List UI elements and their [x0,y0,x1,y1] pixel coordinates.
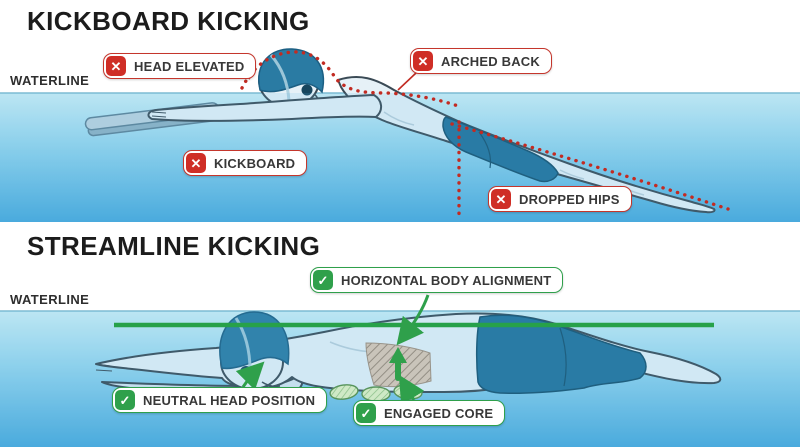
arched-back-callout: ✕ ARCHED BACK [410,48,552,74]
callout-label: DROPPED HIPS [519,191,620,207]
callout-label: ARCHED BACK [441,53,540,69]
kickboard-kicking-panel: KICKBOARD KICKING WATERLINE ✕ HEAD ELEVA… [0,0,800,222]
kickboard-title: KICKBOARD KICKING [27,6,310,36]
kickboard-callout: ✕ KICKBOARD [183,150,308,176]
callout-label: HEAD ELEVATED [134,58,245,74]
streamline-title: STREAMLINE KICKING [27,231,321,261]
kickboard-scene-illustration [0,48,800,222]
x-icon: ✕ [491,189,511,209]
callout-label: ENGAGED CORE [384,405,494,421]
check-icon: ✓ [356,403,376,423]
callout-label: NEUTRAL HEAD POSITION [143,392,316,408]
callout-label: KICKBOARD [214,155,296,171]
streamline-scene-illustration [0,294,800,447]
water-tint-top [0,93,800,222]
neutral-head-position-callout: ✓ NEUTRAL HEAD POSITION [112,387,328,413]
check-icon: ✓ [115,390,135,410]
streamline-kicking-panel: STREAMLINE KICKING WATERLINE ✓ HORIZONTA… [0,222,800,447]
check-icon: ✓ [313,270,333,290]
waterline-label-bottom: WATERLINE [10,292,90,307]
callout-label: HORIZONTAL BODY ALIGNMENT [341,272,552,288]
head-elevated-callout: ✕ HEAD ELEVATED [103,53,257,79]
swimmer-kickboard-illustration [147,48,716,214]
x-icon: ✕ [106,56,126,76]
dropped-hips-callout: ✕ DROPPED HIPS [488,186,632,212]
success-annotation-arrows [235,294,430,405]
waterline-label-top: WATERLINE [10,73,90,88]
x-icon: ✕ [413,51,433,71]
x-icon: ✕ [186,153,206,173]
horizontal-body-alignment-callout: ✓ HORIZONTAL BODY ALIGNMENT [310,267,564,293]
engaged-core-callout: ✓ ENGAGED CORE [353,400,506,426]
